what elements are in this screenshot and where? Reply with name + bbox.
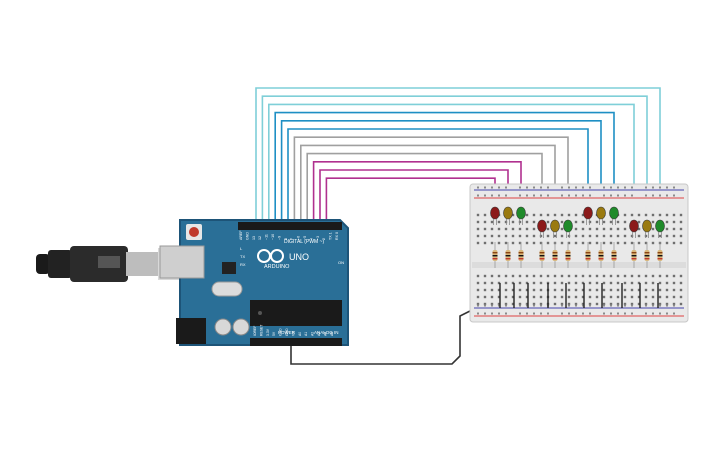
- signal-wire[interactable]: [268, 103, 635, 224]
- usb-port: [159, 245, 205, 279]
- power-analog-pin-label: RESET: [259, 325, 263, 336]
- atmega-chip: [250, 300, 342, 326]
- regulator-chip: [222, 262, 236, 274]
- capacitor-icon: [214, 318, 232, 336]
- digital-pin-label: TX 1: [329, 232, 333, 240]
- power-analog-pin-label: GND: [285, 328, 289, 336]
- signal-wire[interactable]: [300, 144, 556, 224]
- led-yellow-icon[interactable]: [503, 206, 513, 220]
- power-jack: [176, 318, 206, 344]
- power-analog-pin-label: Vin: [291, 331, 295, 336]
- rx-led-label: RX: [240, 262, 246, 267]
- led-yellow-icon[interactable]: [642, 219, 652, 233]
- led-green-icon[interactable]: [655, 219, 665, 233]
- breadboard-components: [490, 206, 665, 308]
- signal-wire[interactable]: [280, 120, 602, 224]
- signal-wire[interactable]: [255, 87, 661, 224]
- digital-pin-label: ~3: [316, 236, 320, 240]
- power-analog-pin-label: A0: [298, 332, 302, 336]
- digital-pin-label: 2: [322, 238, 326, 240]
- led-green-icon[interactable]: [516, 206, 526, 220]
- power-analog-pin-label: 3.3V: [266, 328, 270, 336]
- brand-label: ARDUINO: [264, 264, 290, 270]
- on-led-label: ON: [338, 260, 344, 265]
- model-label: UNO: [289, 252, 309, 262]
- digital-header-label: DIGITAL (PWM ~): [284, 239, 324, 245]
- digital-pin-label: ~5: [303, 236, 307, 240]
- ground-wire[interactable]: [290, 307, 477, 365]
- digital-pin-label: 12: [258, 236, 262, 240]
- arduino-board[interactable]: ARDUINO UNO DIGITAL (PWM ~) POWER ANALOG…: [159, 219, 349, 346]
- power-analog-pin-label: A3: [317, 332, 321, 336]
- power-analog-pin-label: A4: [323, 332, 327, 336]
- digital-pin-label: ~11: [265, 234, 269, 240]
- digital-pin-label: 13: [252, 236, 256, 240]
- digital-pin-label: 8: [284, 238, 288, 240]
- digital-pin-label: 4: [309, 238, 313, 240]
- power-analog-pin-label: A2: [311, 332, 315, 336]
- l-led-label: L: [240, 246, 243, 251]
- led-yellow-icon[interactable]: [550, 219, 560, 233]
- breadboard[interactable]: [469, 183, 689, 323]
- crystal-oscillator: [211, 281, 243, 297]
- digital-pin-label: ~10: [271, 234, 275, 240]
- usb-symbol-icon: [98, 256, 120, 268]
- digital-pin-label: ~6: [297, 236, 301, 240]
- led-red-icon[interactable]: [583, 206, 593, 220]
- signal-wire[interactable]: [287, 128, 589, 224]
- led-yellow-icon[interactable]: [596, 206, 606, 220]
- signal-wire[interactable]: [261, 95, 648, 224]
- led-red-icon[interactable]: [537, 219, 547, 233]
- led-red-icon[interactable]: [629, 219, 639, 233]
- digital-pin-label: 7: [290, 238, 294, 240]
- power-analog-header: [250, 338, 342, 346]
- led-red-icon[interactable]: [490, 206, 500, 220]
- tx-led-label: TX: [240, 254, 245, 259]
- analog-header-label: ANALOG IN: [314, 330, 339, 335]
- digital-pin-label: RX 0: [335, 232, 339, 240]
- digital-pin-label: AREF: [239, 230, 243, 240]
- power-analog-pin-label: A5: [330, 332, 334, 336]
- breadboard-holes: [476, 186, 683, 315]
- digital-pin-label: ~9: [277, 236, 281, 240]
- power-analog-pin-label: 5V: [272, 331, 276, 336]
- signal-wire[interactable]: [293, 136, 569, 224]
- power-analog-pin-label: GND: [279, 328, 283, 336]
- power-analog-pin-label: IOREF: [253, 326, 257, 336]
- digital-header: [238, 222, 342, 230]
- led-green-icon[interactable]: [563, 219, 573, 233]
- led-green-icon[interactable]: [609, 206, 619, 220]
- arduino-logo-icon: [257, 249, 284, 263]
- signal-wire[interactable]: [274, 111, 615, 224]
- digital-pin-label: GND: [245, 232, 249, 240]
- center-channel: [472, 262, 686, 268]
- capacitor-icon: [232, 318, 250, 336]
- power-analog-pin-label: A1: [304, 332, 308, 336]
- power-header-label: POWER: [278, 330, 296, 335]
